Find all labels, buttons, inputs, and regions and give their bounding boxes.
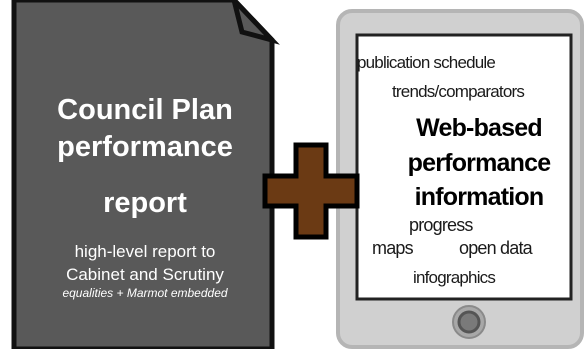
document-subtitle-line-2: Cabinet and Scrutiny xyxy=(66,265,224,284)
item-trends-comparators: trends/comparators xyxy=(392,82,525,101)
tablet-shape xyxy=(336,9,584,349)
document-subtitle-line-1: high-level report to xyxy=(74,242,216,261)
headline-line-2: performance xyxy=(407,149,551,177)
item-infographics: infographics xyxy=(413,268,496,287)
item-open-data: open data xyxy=(459,238,533,258)
item-publication-schedule: publication schedule xyxy=(357,53,496,72)
plus-icon xyxy=(262,142,360,240)
home-button-icon xyxy=(452,305,486,339)
item-progress: progress xyxy=(409,215,473,235)
document-note: equalities + Marmot embedded xyxy=(62,286,228,300)
tablet-device xyxy=(334,7,586,349)
council-plan-report-document: Council Plan performance report high-lev… xyxy=(0,0,290,349)
document-title-line-3: report xyxy=(103,187,187,219)
document-title-line-1: Council Plan xyxy=(57,94,233,126)
item-maps: maps xyxy=(372,238,414,258)
document-title-line-2: performance xyxy=(57,131,233,163)
headline-line-3: information xyxy=(414,183,545,211)
headline-line-1: Web-based xyxy=(416,114,543,142)
